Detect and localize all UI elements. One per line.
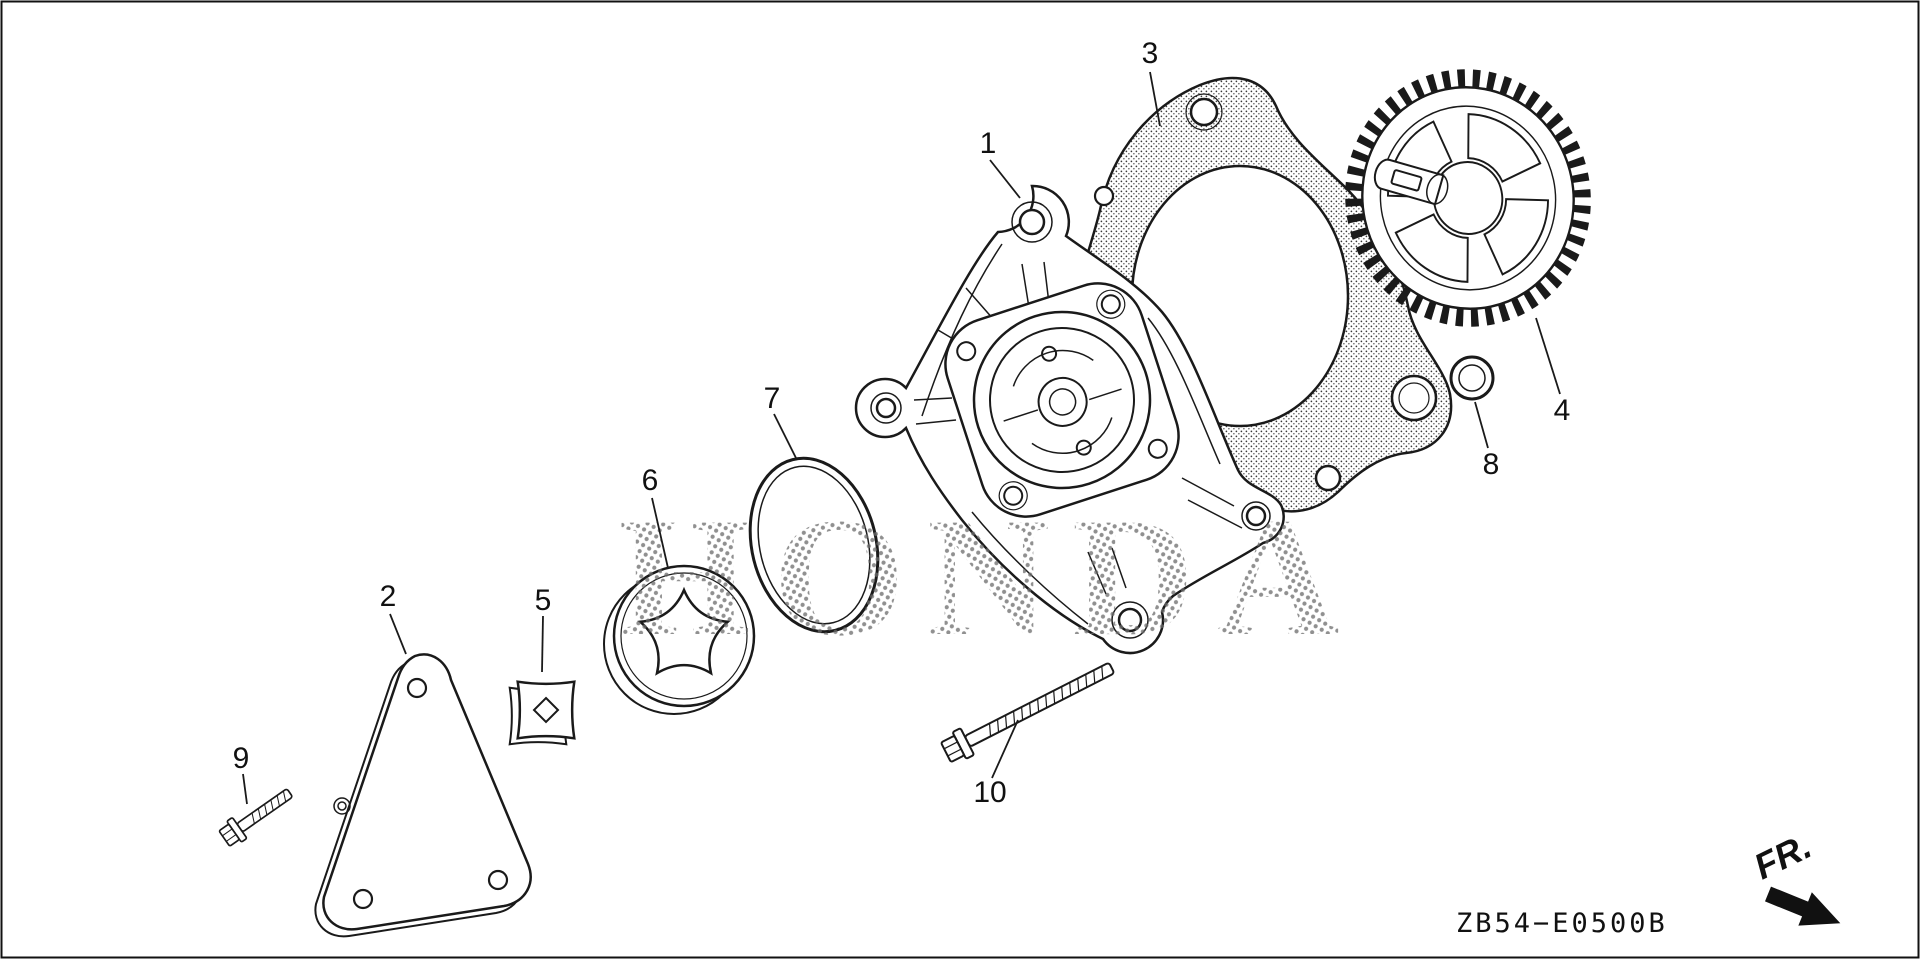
leader-line-3 [1149, 71, 1161, 127]
callout-2: 2 [380, 580, 397, 613]
part-8-o-ring-small [1449, 355, 1495, 401]
part-5-inner-rotor [508, 680, 576, 746]
part-1-pump-cover [854, 184, 1285, 655]
fr-arrow-icon [1765, 886, 1841, 926]
leader-line-8 [1474, 401, 1489, 449]
leader-line-9 [242, 773, 248, 805]
part-7-o-ring [748, 456, 880, 634]
leader-line-6 [651, 497, 669, 569]
drawing-code: ZB54−E0500B [1456, 908, 1668, 939]
leader-line-4 [1535, 317, 1561, 395]
callout-8: 8 [1483, 448, 1500, 481]
part-6-outer-rotor [603, 564, 756, 715]
callout-6: 6 [642, 464, 659, 497]
fr-label: FR. [1748, 825, 1818, 887]
fr-direction-indicator: FR. [1748, 825, 1841, 926]
leader-line-5 [541, 615, 544, 673]
callout-9: 9 [233, 742, 250, 775]
leader-line-1 [989, 159, 1021, 199]
leader-line-10 [991, 719, 1019, 779]
pump-mounting-flange [944, 282, 1180, 518]
part-2-cover-plate [314, 653, 532, 938]
part-10-bolt [940, 662, 1115, 763]
gear-shaft [1373, 158, 1449, 206]
callout-7: 7 [764, 382, 781, 415]
leader-lines [242, 71, 1561, 805]
callout-5: 5 [535, 584, 552, 617]
callout-4: 4 [1554, 394, 1571, 427]
watermark-text: HONDA [619, 483, 1362, 671]
callout-10: 10 [973, 776, 1006, 809]
part-9-bolt [218, 788, 293, 847]
part-4-driven-gear [1345, 69, 1591, 327]
leader-line-2 [389, 613, 407, 655]
leader-line-7 [773, 413, 798, 461]
callout-3: 3 [1142, 37, 1159, 70]
callout-1: 1 [980, 127, 997, 160]
